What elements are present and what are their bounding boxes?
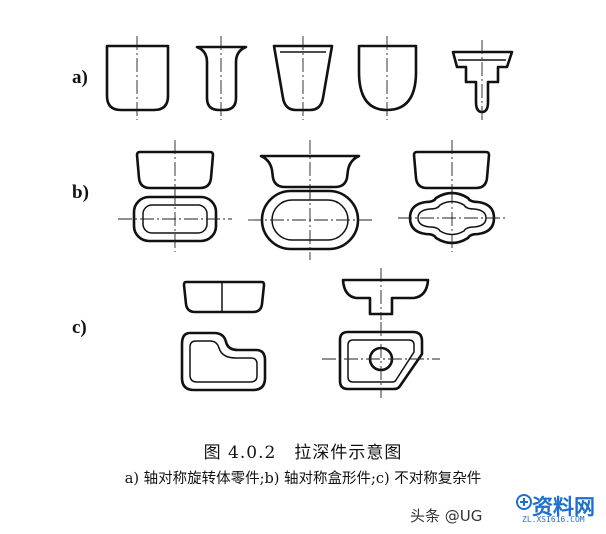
part-a3-tapered-cup — [272, 36, 334, 120]
figure-caption-title: 图 4.0.2 拉深件示意图 — [203, 443, 403, 463]
part-c1-plan-view — [180, 331, 267, 392]
label-row-b: b) — [72, 182, 89, 203]
part-b2-oval-plan-view — [248, 186, 374, 260]
part-a1-straight-cup — [105, 36, 170, 120]
part-c1-side-view — [182, 280, 266, 314]
watermark-logo-url: ZL.XSI616.COM — [522, 515, 585, 524]
watermark-author: 头条 @UG — [410, 507, 483, 525]
part-c2-plan-view — [322, 322, 440, 398]
logo-icon — [516, 494, 532, 510]
row-b-parts — [118, 140, 506, 260]
label-row-c: c) — [72, 317, 87, 338]
part-c2-side-view — [341, 268, 430, 320]
label-row-a: a) — [72, 67, 88, 88]
row-c-parts — [180, 268, 440, 398]
part-b3-clover-plan-view — [398, 190, 506, 252]
part-b3-box-side-view — [412, 140, 491, 200]
watermark-logo-text: 资料网 — [532, 495, 595, 519]
part-a4-hemispherical-cup — [357, 36, 418, 120]
figure-caption-subtitle: a) 轴对称旋转体零件;b) 轴对称盒形件;c) 不对称复杂件 — [124, 471, 482, 487]
part-a5-stepped-cup — [451, 40, 514, 120]
part-a2-flanged-cup — [195, 36, 248, 120]
row-a-parts — [105, 36, 514, 120]
part-b1-box-plan-view — [118, 190, 232, 252]
